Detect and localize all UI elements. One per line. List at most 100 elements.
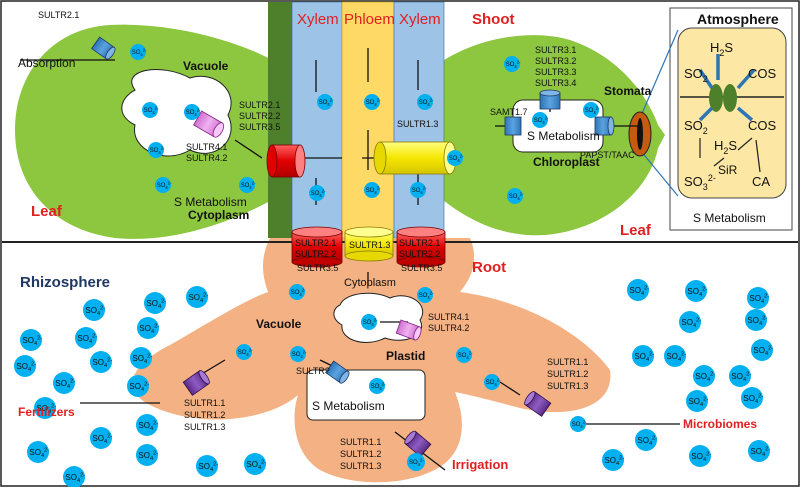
sulfate-ion-label: SO42- (629, 286, 649, 298)
sulfate-ion-circle (130, 44, 146, 60)
arrow-cos-down (736, 106, 754, 122)
transporter-chloroplast-right (594, 116, 615, 136)
chloroplast-label: Chloroplast (533, 155, 600, 169)
atmosphere-label: Atmosphere (697, 11, 779, 27)
sultr3-4: SULTR3.4 (535, 78, 576, 88)
sulfate-ion-circle (484, 374, 500, 390)
sulfate-ion: SO42- (136, 444, 158, 466)
sulfate-ion-label: SO42- (55, 379, 75, 391)
sulfate-ion: SO42- (142, 102, 159, 118)
sulfate-ion-label: SO42- (157, 181, 172, 190)
uptake-bottom-2: SULTR1.2 (340, 449, 381, 459)
zoom-line-top (639, 29, 679, 119)
atmosphere-box (677, 27, 787, 199)
sulfate-ions: SO42- SO42- SO42- SO42- SO42- SO42- SO42- SO42-… (14, 44, 773, 488)
sulfate-ion-label: SO42- (138, 421, 158, 433)
sulfate-ion-circle (361, 314, 377, 330)
sulfate-ion-label: SO42- (92, 434, 112, 446)
sulfate-ion-circle (63, 466, 85, 488)
sulfate-ion-circle (369, 378, 385, 394)
sulfate-ion-circle (504, 56, 520, 72)
sulfate-ion-circle (679, 311, 701, 333)
sulfate-ion-circle (142, 102, 158, 118)
sulfate-ion-label: SO42- (731, 372, 751, 384)
sulfate-ion: SO42- (747, 287, 769, 309)
sulfate-ion-label: SO42- (688, 397, 708, 409)
sulfate-ion: SO42- (196, 455, 218, 477)
stomata-pore (637, 118, 643, 150)
sulfate-ion: SO42- (364, 182, 381, 198)
atmo-so2-top-base: SO (684, 66, 703, 81)
stele-left-2: SULTR2.2 (295, 249, 336, 259)
sulfate-ion-circle (507, 188, 523, 204)
sulfate-ion-circle (747, 287, 769, 309)
arrow-right-uptake (499, 381, 521, 396)
sulfate-ion: SO42- (53, 372, 75, 394)
metabolism-arrows (699, 137, 761, 173)
stomata-label: Stomata (604, 84, 652, 98)
sulfate-ion: SO42- (75, 327, 97, 349)
atmo-so3: SO32- (684, 173, 716, 192)
atmo-so3-sub: 3 (703, 182, 708, 192)
s-metabolism-chloroplast: S Metabolism (527, 129, 600, 143)
sulfate-ion-circle (27, 441, 49, 463)
sulfate-ion-label: SO42- (16, 362, 36, 374)
sulfate-ion: SO42- (417, 94, 434, 110)
transporter-stele-middle (344, 226, 394, 262)
sulfate-ion: SO42- (148, 142, 165, 158)
sulfate-ion: SO42- (34, 397, 56, 419)
vacuole-left (121, 69, 232, 157)
sulfate-ion-circle (309, 185, 325, 201)
sulfate-ion-label: SO42- (753, 346, 773, 358)
sulfate-ion: SO42- (751, 339, 773, 361)
sulfate-ion-circle (144, 292, 166, 314)
sulfate-ion-circle (20, 329, 42, 351)
sultr1-3-phloem: SULTR1.3 (397, 119, 438, 129)
arrow-leaf-to-cyto (234, 139, 263, 159)
sulfate-ion: SO42- (144, 292, 166, 314)
sulfate-ion-label: SO42- (486, 378, 501, 387)
sulfate-ion: SO42- (130, 44, 147, 60)
sulfate-ion: SO42- (239, 177, 256, 193)
atmo-so2-bottom-sub: 2 (703, 126, 708, 136)
sulfate-ion-circle (290, 346, 306, 362)
atmo-so3-charge: 2- (708, 173, 716, 183)
sulfate-ion: SO42- (90, 427, 112, 449)
sulfate-ion-label: SO42- (77, 334, 97, 346)
atmo-so2-top: SO2 (684, 66, 708, 84)
sulfate-ion: SO42- (507, 188, 524, 204)
atmo-so2-bottom-base: SO (684, 118, 703, 133)
stele-right-3: SULTR3.5 (401, 263, 442, 273)
arrow-cos (736, 68, 756, 90)
sulfate-ion-label: SO42- (412, 186, 427, 195)
sulfate-ion: SO42- (748, 440, 770, 462)
sulfate-ion: SO42- (364, 94, 381, 110)
cytoplasm-root: Cytoplasm (344, 277, 396, 289)
sulfate-ion-circle (570, 416, 586, 432)
arrow-ca-cos (755, 139, 761, 173)
sulfate-ion-circle (407, 453, 425, 471)
sulfate-ion-label: SO42- (132, 48, 147, 57)
sulfate-ion-circle (686, 390, 708, 412)
sulfate-ion-circle (155, 177, 171, 193)
sulfate-ion-circle (90, 351, 112, 373)
sulfate-ion: SO42- (484, 374, 501, 390)
sulfate-ion-label: SO42- (449, 154, 464, 163)
sulfate-ion-label: SO42- (292, 350, 307, 359)
sulfate-ion-label: SO42- (132, 354, 152, 366)
transporter-absorption (91, 36, 116, 60)
uptake-left-3: SULTR1.3 (184, 422, 225, 432)
sulfate-ion-label: SO42- (366, 98, 381, 107)
sulfate-ion: SO42- (532, 112, 549, 128)
atmo-h2s-top: H2S (710, 40, 733, 58)
sulfate-ion-label: SO42- (150, 146, 165, 155)
sulfate-ion: SO42- (679, 311, 701, 333)
sulfate-ion: SO42- (290, 346, 307, 362)
samt-label: SAMT1.7 (490, 107, 528, 117)
sulfate-ion-label: SO42- (29, 448, 49, 460)
sultr3-5-leaf: SULTR3.5 (239, 122, 280, 132)
sulfate-ion-circle (583, 102, 599, 118)
microbiomes-label: Microbiomes (683, 417, 757, 431)
sulfate-ion: SO42- (137, 317, 159, 339)
sulfate-ion-label: SO42- (188, 293, 208, 305)
